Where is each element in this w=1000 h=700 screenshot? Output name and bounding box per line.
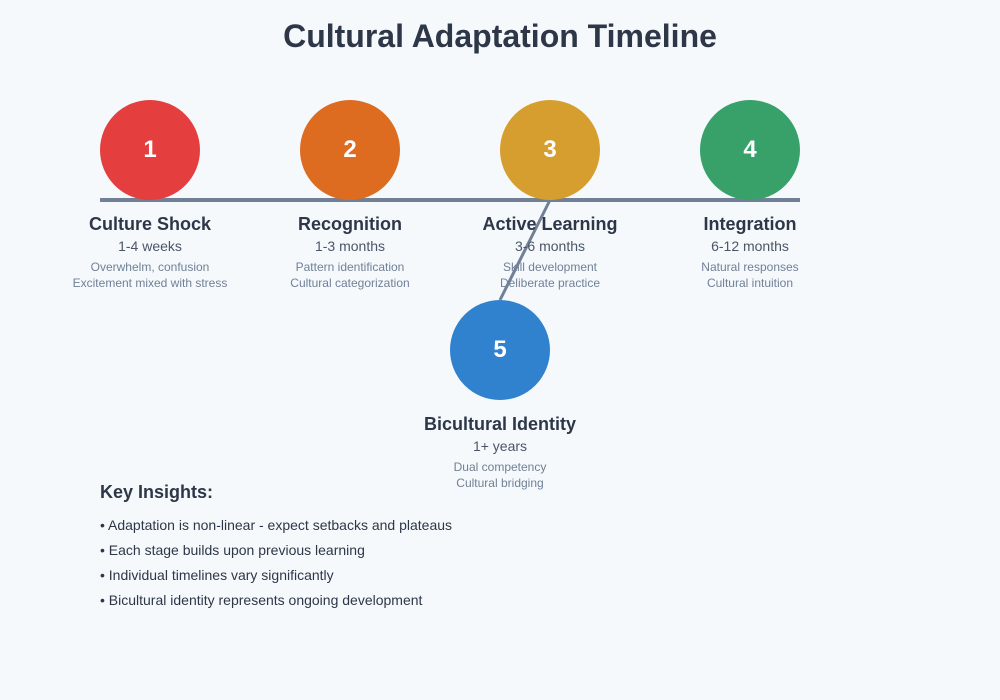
- branch-connector: [498, 199, 552, 301]
- stage-5-name: Bicultural Identity: [423, 414, 576, 434]
- stage-2-node: 2: [300, 100, 400, 200]
- stage-3-number: 3: [543, 136, 557, 163]
- stage-3-desc-1: Skill development: [502, 260, 598, 274]
- stage-3-duration: 3-6 months: [514, 238, 586, 254]
- insight-item: • Each stage builds upon previous learni…: [100, 542, 365, 558]
- stage-1-duration: 1-4 weeks: [118, 238, 182, 254]
- stage-4-desc-1: Natural responses: [701, 260, 799, 274]
- stage-2-desc-2: Cultural categorization: [290, 276, 410, 290]
- stage-3-name: Active Learning: [482, 214, 618, 234]
- page-title: Cultural Adaptation Timeline: [283, 18, 717, 54]
- stage-2-label: Recognition 1-3 months Pattern identific…: [230, 213, 470, 291]
- stage-1-node: 1: [100, 100, 200, 200]
- stage-5-duration: 1+ years: [472, 438, 528, 454]
- stage-4-name: Integration: [703, 214, 797, 234]
- stage-2-number: 2: [343, 136, 357, 163]
- insight-item: • Individual timelines vary significantl…: [100, 567, 334, 583]
- key-insights-title: Key Insights:: [100, 482, 214, 502]
- stage-2-desc-1: Pattern identification: [295, 260, 405, 274]
- insight-item: • Bicultural identity represents ongoing…: [100, 592, 423, 608]
- stage-3-desc-2: Deliberate practice: [499, 276, 601, 290]
- stage-5-desc-2: Cultural bridging: [456, 476, 544, 490]
- stage-2-name: Recognition: [298, 214, 402, 234]
- stage-5-number: 5: [493, 336, 507, 363]
- stage-5-node: 5: [450, 300, 550, 400]
- stage-4-node: 4: [700, 100, 800, 200]
- stage-1-number: 1: [143, 136, 157, 163]
- stage-3-node: 3: [500, 100, 600, 200]
- stage-4-number: 4: [743, 136, 757, 163]
- stage-2-duration: 1-3 months: [314, 238, 386, 254]
- key-insights: Key Insights: • Adaptation is non-linear…: [100, 482, 452, 613]
- stage-4-label: Integration 6-12 months Natural response…: [630, 213, 870, 291]
- stage-1-label: Culture Shock 1-4 weeks Overwhelm, confu…: [30, 213, 270, 291]
- stage-1-name: Culture Shock: [88, 214, 212, 234]
- stage-5-desc-1: Dual competency: [453, 460, 547, 474]
- stage-4-duration: 6-12 months: [711, 238, 789, 254]
- stage-1-desc-2: Excitement mixed with stress: [72, 276, 228, 290]
- stage-3-label: Active Learning 3-6 months Skill develop…: [430, 213, 670, 291]
- insight-item: • Adaptation is non-linear - expect setb…: [100, 517, 453, 533]
- stage-4-desc-2: Cultural intuition: [706, 276, 794, 290]
- stage-5-label: Bicultural Identity 1+ years Dual compet…: [380, 413, 620, 491]
- stage-1-desc-1: Overwhelm, confusion: [90, 260, 210, 274]
